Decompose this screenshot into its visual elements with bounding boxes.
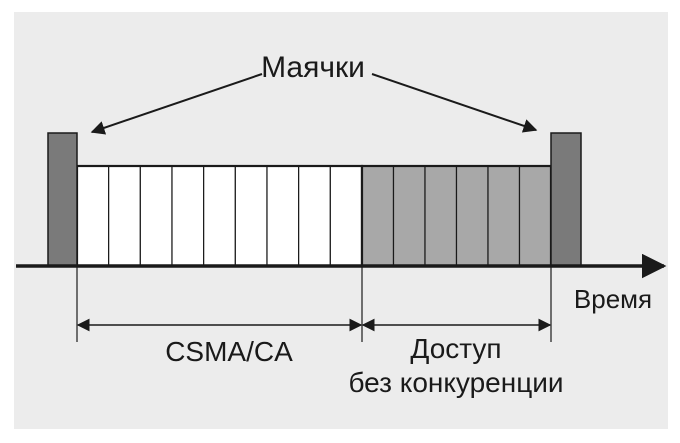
beacon-right <box>550 132 582 267</box>
contention-free-slot <box>424 165 458 267</box>
contention-free-slot <box>487 165 521 267</box>
beacon-arrow-right <box>371 73 538 133</box>
csma-slot <box>266 165 300 267</box>
contention-free-label-line2: без конкуренции <box>348 367 563 398</box>
time-label: Время <box>574 284 652 314</box>
csma-slot <box>234 165 268 267</box>
contention-free-slot <box>361 165 395 267</box>
contention-free-slot <box>392 165 426 267</box>
contention-free-slot <box>455 165 489 267</box>
beacon-left <box>47 132 78 267</box>
beacons-label: Маячки <box>261 51 365 84</box>
beacon-arrow-left <box>90 73 263 135</box>
csma-slot <box>171 165 205 267</box>
contention-free-slot <box>518 165 552 267</box>
csma-slot <box>203 165 236 267</box>
csma-slot <box>298 165 331 267</box>
contention-free-label-line1: Доступ <box>410 333 501 364</box>
csma-slot <box>76 165 110 267</box>
csma-region <box>75 164 364 268</box>
csma-slot <box>139 165 173 267</box>
contention-free-region <box>360 164 553 268</box>
csma-label: CSMA/CA <box>165 336 293 367</box>
csma-slot <box>329 165 363 267</box>
csma-slot <box>108 165 141 267</box>
